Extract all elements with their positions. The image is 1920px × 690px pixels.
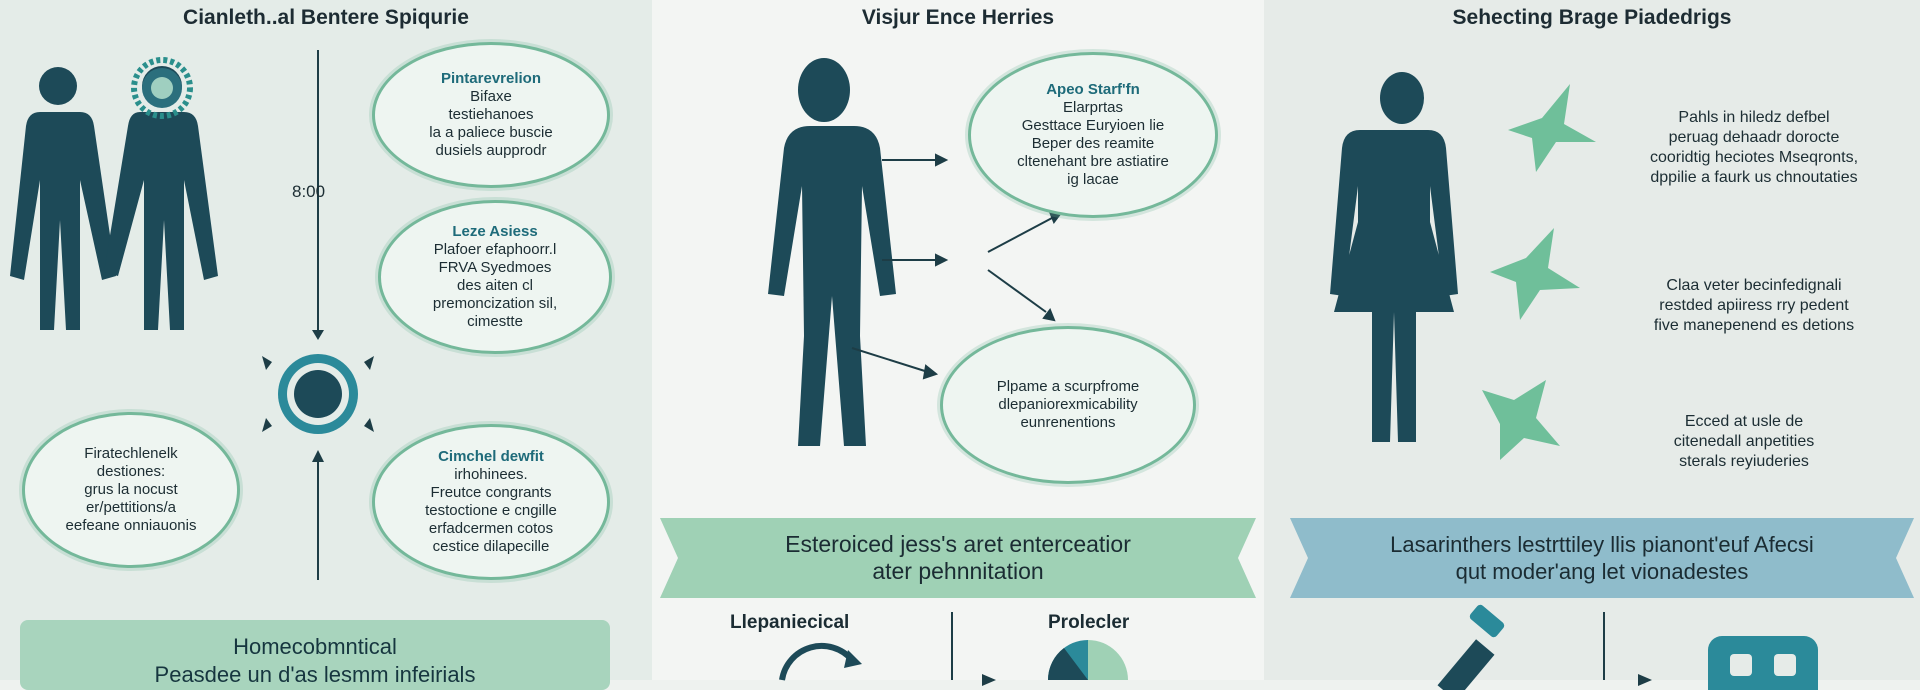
bottom-label-left: Llepaniecical [730,612,850,633]
bubble-left: Firatechlenelk destiones: grus la nocust… [22,412,240,568]
target-icon [262,354,374,434]
dropper-icon [1437,604,1505,690]
panel-middle: Visjur Ence Herries Apeo Starf'fn Elarpr… [652,0,1264,686]
bubble-middle: Leze Asiess Plafoer efaphoorr.l FRVA Sye… [378,200,612,354]
bubble-left-line: destiones: [96,463,166,480]
ribbon-banner [1290,518,1914,598]
bubble-top: Apeo Starf'fn Elarprtas Gesttace Euryioe… [968,52,1218,218]
cycle-arrow-icon [779,642,855,681]
panel-right-title: Sehecting Brage Piadedrigs [1452,6,1732,29]
bubble-top-line: Elarprtas [1062,99,1124,116]
device-icon [1708,636,1818,690]
flower-badge-icon [131,57,193,119]
bubble-bottom-line: cestice dilapecille [432,538,550,555]
bubble-middle-line: premoncization sil, [432,295,558,312]
item-2-line: Claa veter becinfedignali [1666,277,1842,294]
panel-left-title: Cianleth..al Bentere Spiqurie [183,6,469,29]
item-1-text: Pahls in hiledz defbel peruag dehaadr do… [1604,108,1904,188]
banner-line1: Esteroiced jess's aret enterceatior [785,531,1131,557]
panel-left: Cianleth..al Bentere Spiqurie [0,0,652,690]
item-1-line: Pahls in hiledz defbel [1678,109,1830,126]
bubble-middle-line: FRVA Syedmoes [438,259,552,276]
bubble-bottom-line: dlepaniorexmicability [998,396,1138,413]
bubble-left-line: grus la nocust [84,481,178,498]
time-label: 8:00 [292,182,326,201]
star-icon [1482,380,1560,460]
bubble-bottom-line: irhohinees. [454,466,528,483]
banner-line2: ater pehnnitation [872,558,1044,584]
banner-line2: qut moder'ang let vionadestes [1455,559,1749,584]
star-icon [1490,228,1580,320]
bubble-top-line: cltenehant bre astiatire [1017,153,1169,170]
bubble-left-line: Firatechlenelk [84,445,178,462]
bubble-bottom-heading: Cimchel dewfit [438,448,544,465]
bottom-box-line1: Homecobmntical [233,634,397,659]
bubble-bottom: Plpame a scurpfrome dlepaniorexmicabilit… [940,326,1196,484]
item-1-line: cooridtig heciotes Mseqronts, [1649,149,1859,166]
item-2-line: restded apiiress rry pedent [1659,297,1849,314]
panel-middle-title: Visjur Ence Herries [861,6,1055,29]
item-1-line: dppilie a faurk us chnoutaties [1650,169,1858,186]
bubble-bottom-line: erfadcermen cotos [428,520,554,537]
bottom-box: Homecobmntical Peasdee un d'as lesmm inf… [20,620,610,690]
bubble-left-line: eefeane onniauonis [65,517,197,534]
figure-in-dress-icon [1330,72,1818,690]
couple-figures-icon [10,50,374,580]
bubble-bottom-line: testoctione e cngille [425,502,557,519]
bubble-top-line: la a paliece buscie [429,124,553,141]
bubble-bottom: Cimchel dewfit irhohinees. Freutce congr… [372,424,610,580]
item-2-text: Claa veter becinfedignali restded apiire… [1604,276,1904,336]
bubble-middle-heading: Leze Asiess [452,223,538,240]
bubble-bottom-line: Plpame a scurpfrome [996,378,1140,395]
bubble-top-line: Gesttace Euryioen lie [1021,117,1165,134]
bubble-bottom-line: Freutce congrants [430,484,552,501]
banner-line1: Lasarinthers lestrttiley llis pianont'eu… [1390,532,1814,557]
star-icon [1508,84,1596,172]
bubble-top-heading: Apeo Starf'fn [1046,81,1140,98]
item-1-line: peruag dehaadr dorocte [1668,129,1840,146]
item-3-line: citenedall anpetities [1673,433,1815,450]
item-3-line: Ecced at usle de [1684,413,1804,430]
bubble-top-heading: Pintarevrelion [440,70,542,87]
banner-text: Esteroiced jess's aret enterceatior ater… [682,518,1234,598]
bubble-top-line: ig lacae [1067,171,1119,188]
bubble-middle-line: des aiten cl [457,277,533,294]
bubble-top-line: Beper des reamite [1031,135,1155,152]
bubble-middle-line: cimestte [467,313,523,330]
ribbon-banner [660,518,1256,598]
bubble-top-line: testiehanoes [448,106,534,123]
bottom-label-right: Prolecler [1048,612,1130,633]
item-3-text: Ecced at usle de citenedall anpetities s… [1594,412,1894,472]
pie-icon [1048,640,1128,680]
body-figure-icon [768,58,1128,686]
panel-right: Sehecting Brage Piadedrigs Pahls in hile… [1264,0,1920,690]
bubble-top: Pintarevrelion Bifaxe testiehanoes la a … [372,42,610,188]
bottom-box-line2: Peasdee un d'as lesmm infeirials [154,662,476,687]
bubble-middle-line: Plafoer efaphoorr.l [433,241,557,258]
bubble-top-line: dusiels aupprodr [435,142,547,159]
bubble-left-line: er/pettitions/a [85,499,177,516]
bubble-top-line: Bifaxe [470,88,512,105]
banner-text: Lasarinthers lestrttiley llis pianont'eu… [1312,518,1892,598]
item-3-line: sterals reyiuderies [1679,453,1809,470]
bubble-bottom-line: eunrenentions [1020,414,1116,431]
item-2-line: five manepenend es detions [1653,317,1855,334]
